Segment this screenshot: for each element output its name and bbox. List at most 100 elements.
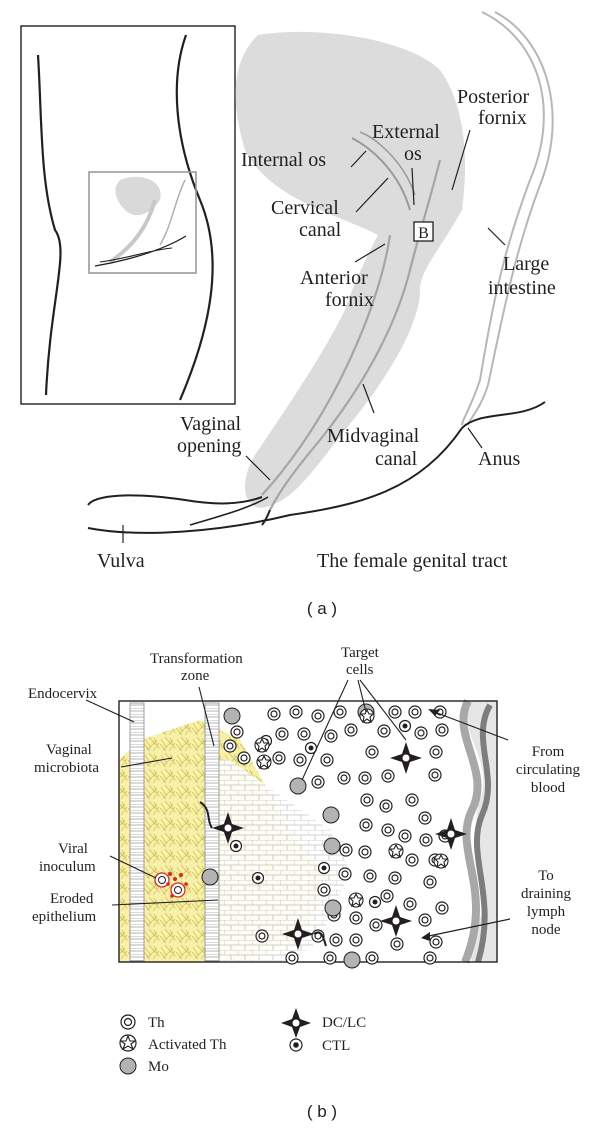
label-posterior-fornix-1: Posterior — [457, 86, 530, 108]
inset-perineum — [94, 235, 187, 267]
th-cell — [429, 935, 443, 949]
blood-vessel-strand-2 — [473, 703, 493, 963]
label-endocervix: Endocervix — [28, 686, 98, 702]
th-cells — [223, 705, 452, 965]
th-cell — [339, 843, 353, 857]
label-external-os-1: External — [372, 121, 440, 143]
th-cell — [388, 871, 402, 885]
inset-uterus — [115, 176, 161, 216]
viral-inoculum — [154, 872, 188, 898]
inset-canal — [108, 199, 157, 264]
panel-b-labels: Transformation zone Target cells Endocer… — [28, 645, 581, 938]
label-transformation-zone-1: Transformation — [150, 651, 243, 667]
th-cell — [317, 883, 331, 897]
th-cell — [419, 833, 433, 847]
legend-mo-label: Mo — [148, 1059, 169, 1075]
panel-b-leaders — [85, 679, 407, 906]
activated-th-cell — [256, 754, 272, 770]
legend-mo: Mo — [119, 1057, 169, 1075]
blood-vessel-strand-1 — [459, 699, 482, 964]
th-cell — [349, 933, 363, 947]
th-cell — [311, 775, 325, 789]
th-cell — [329, 933, 343, 947]
th-cell — [275, 727, 289, 741]
th-cell — [363, 869, 377, 883]
th-cell — [320, 753, 334, 767]
activated-th-cells — [254, 708, 449, 908]
label-large-intestine-2: intestine — [488, 277, 556, 299]
label-transformation-zone-2: zone — [181, 668, 210, 684]
label-midvaginal-canal-2: canal — [375, 448, 418, 470]
th-cell — [230, 725, 244, 739]
dc-lc-cell — [390, 742, 422, 774]
label-eroded-epithelium-2: epithelium — [32, 909, 96, 925]
th-cell — [272, 751, 286, 765]
th-cell — [293, 753, 307, 767]
th-cell — [408, 705, 422, 719]
vaginal-lip — [189, 496, 269, 526]
epithelium-region — [214, 760, 350, 962]
inset-frame — [20, 25, 236, 405]
label-anterior-fornix-1: Anterior — [300, 267, 368, 289]
panel-b: Transformation zone Target cells Endocer… — [28, 645, 581, 1121]
label-anterior-fornix-2: fornix — [325, 289, 374, 311]
label-target-cells-2: cells — [346, 662, 374, 678]
activated-th-cell — [348, 892, 364, 908]
posterior-wall — [269, 159, 442, 511]
panel-a-title: The female genital tract — [317, 550, 508, 572]
label-eroded-epithelium-1: Eroded — [50, 891, 94, 907]
mo-cell — [201, 868, 219, 886]
label-vulva: Vulva — [97, 550, 145, 572]
th-cell — [365, 745, 379, 759]
th-cell — [311, 709, 325, 723]
inset-back-contour — [175, 34, 214, 401]
cervical-canal-line-2 — [359, 131, 416, 196]
th-cell — [380, 889, 394, 903]
ctl-cell — [398, 719, 412, 733]
label-from-circulating-blood-3: blood — [531, 780, 566, 796]
activated-th-cell — [433, 853, 449, 869]
inset-body-diagram — [20, 25, 236, 405]
th-cell — [285, 951, 299, 965]
anterior-wall — [261, 234, 392, 496]
label-posterior-fornix-2: fornix — [478, 107, 527, 129]
th-cell — [377, 724, 391, 738]
th-cell — [223, 739, 237, 753]
vaginal-opening-edge — [261, 509, 271, 526]
dc-lc-cell — [199, 801, 244, 844]
th-cell — [414, 726, 428, 740]
th-cell — [297, 727, 311, 741]
ctl-cell — [317, 861, 331, 875]
th-cell — [267, 707, 281, 721]
blood-arrow — [428, 709, 509, 741]
tissue-frame — [118, 700, 498, 963]
legend-activated-th: Activated Th — [119, 1034, 227, 1053]
label-from-circulating-blood-1: From — [532, 744, 565, 760]
th-cell — [337, 771, 351, 785]
activated-th-cell — [359, 708, 375, 724]
th-cell — [379, 799, 393, 813]
th-cell — [323, 951, 337, 965]
mo-cell — [343, 951, 361, 969]
th-cell — [349, 911, 363, 925]
th-cell — [398, 829, 412, 843]
dc-lc-cell — [380, 905, 412, 937]
label-anus: Anus — [478, 448, 520, 470]
panel-a-leaders — [122, 129, 506, 543]
box-b-label: B — [418, 225, 429, 242]
label-target-cells-1: Target — [341, 645, 380, 661]
th-cell — [423, 951, 437, 965]
th-cell — [381, 769, 395, 783]
mo-cell — [322, 806, 340, 824]
panel-a: B Posterior fornix External os Internal … — [20, 11, 556, 618]
th-cell — [428, 768, 442, 782]
label-midvaginal-canal-1: Midvaginal — [327, 425, 420, 447]
label-from-circulating-blood-2: circulating — [516, 762, 581, 778]
ctl-cell — [368, 895, 382, 909]
th-cell — [255, 929, 269, 943]
mo-cell — [289, 777, 307, 795]
th-cell — [381, 823, 395, 837]
th-cell — [365, 951, 379, 965]
inset-intestine — [159, 179, 186, 246]
